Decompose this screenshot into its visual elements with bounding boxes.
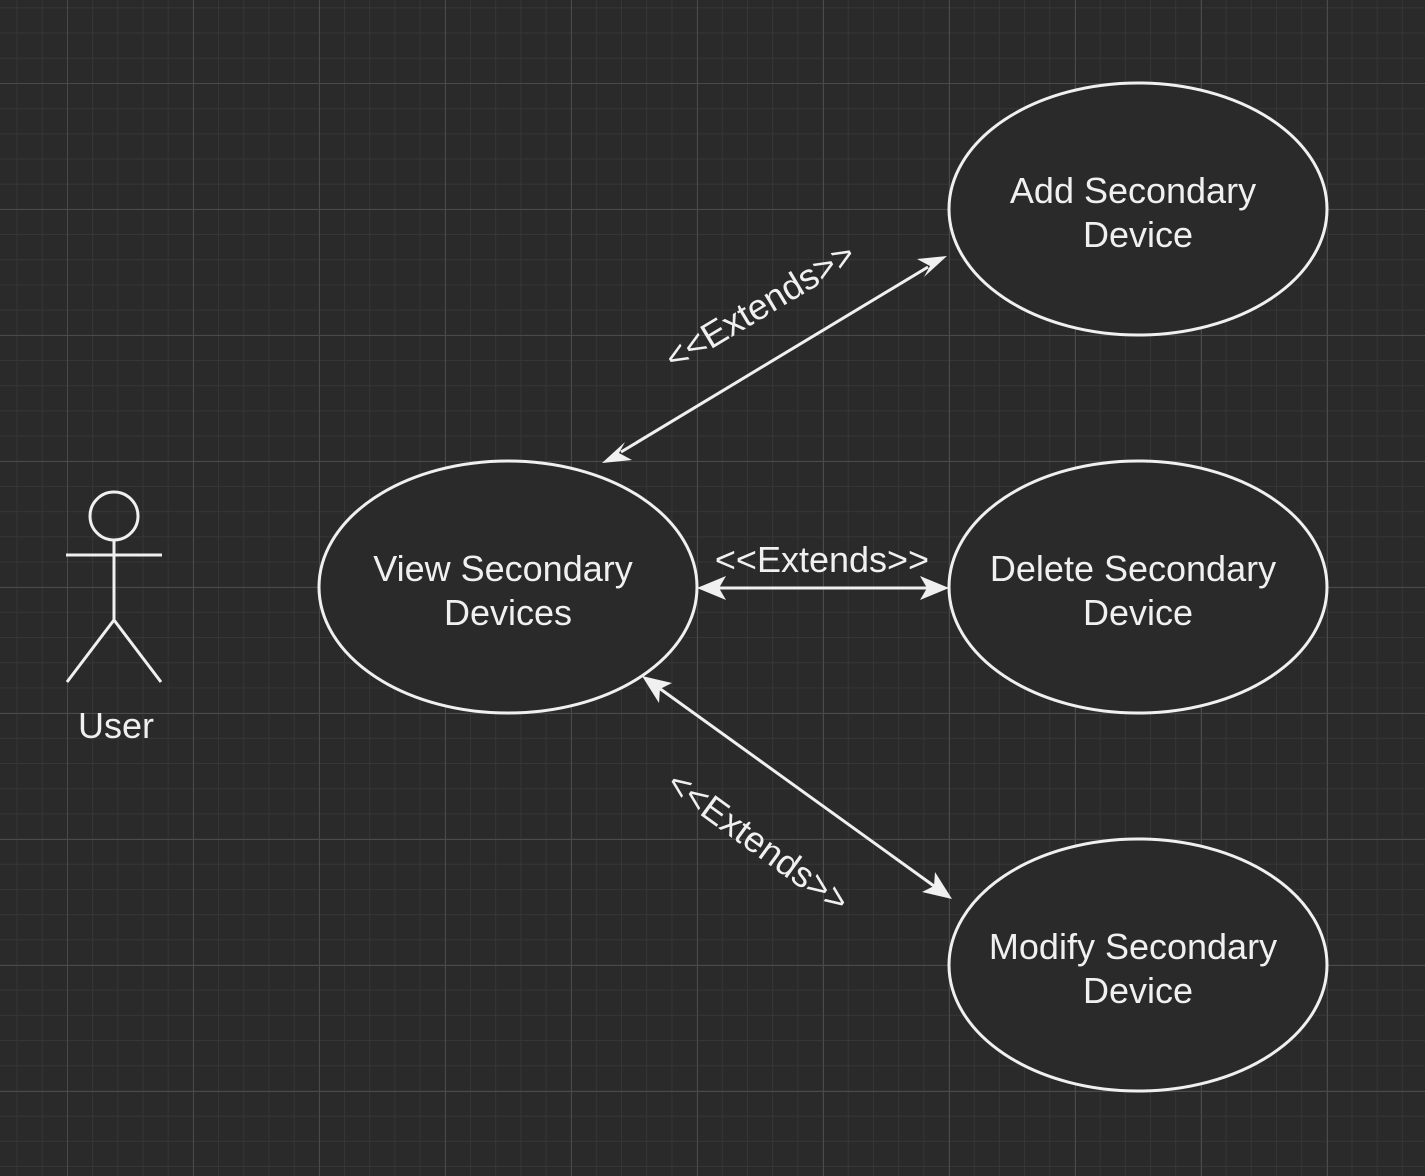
usecase-label-line2: Device	[1083, 214, 1193, 255]
usecase-add-secondary-device[interactable]: Add Secondary Device	[947, 81, 1329, 337]
actor-label: User	[78, 705, 154, 746]
connector-line	[620, 265, 929, 454]
connector-line	[658, 686, 935, 888]
usecase-label-line1: Add Secondary	[1010, 170, 1256, 211]
usecase-label-line1: Delete Secondary	[990, 548, 1276, 589]
arrowhead-to-view	[642, 676, 672, 703]
arrowhead-to-add	[917, 256, 947, 277]
usecase-label-line1: Modify Secondary	[989, 926, 1277, 967]
usecase-label: Add Secondary Device	[1010, 170, 1266, 255]
connector-view-add[interactable]: <<Extends>>	[602, 233, 947, 463]
usecase-label: Modify Secondary Device	[989, 926, 1287, 1011]
usecase-label-line1: View Secondary	[373, 548, 633, 589]
usecase-label-line2: Device	[1083, 592, 1193, 633]
connector-view-modify[interactable]: <<Extends>>	[642, 676, 952, 921]
usecase-label-line2: Devices	[444, 592, 572, 633]
connector-view-delete[interactable]: <<Extends>>	[697, 539, 949, 600]
usecase-label: Delete Secondary Device	[990, 548, 1286, 633]
stereotype-label-delete: <<Extends>>	[715, 539, 929, 580]
arrowhead-to-delete	[920, 576, 949, 600]
usecase-label: View Secondary Devices	[373, 548, 643, 633]
actor-head	[88, 490, 140, 542]
usecase-modify-secondary-device[interactable]: Modify Secondary Device	[947, 837, 1329, 1093]
stereotype-label-add: <<Extends>>	[657, 233, 862, 378]
actor-right-leg	[112, 619, 163, 683]
stereotype-label-modify: <<Extends>>	[660, 762, 857, 921]
actor-left-leg	[65, 619, 116, 683]
arrowhead-to-view	[602, 442, 632, 463]
actor-user[interactable]: User	[65, 490, 163, 746]
arrowhead-to-modify	[922, 872, 952, 899]
usecase-ellipse	[947, 837, 1329, 1093]
usecase-ellipse	[317, 459, 699, 715]
usecase-ellipse	[947, 459, 1329, 715]
usecase-view-secondary-devices[interactable]: View Secondary Devices	[317, 459, 699, 715]
arrowhead-to-view	[697, 576, 726, 600]
usecase-delete-secondary-device[interactable]: Delete Secondary Device	[947, 459, 1329, 715]
usecase-ellipse	[947, 81, 1329, 337]
usecase-label-line2: Device	[1083, 970, 1193, 1011]
